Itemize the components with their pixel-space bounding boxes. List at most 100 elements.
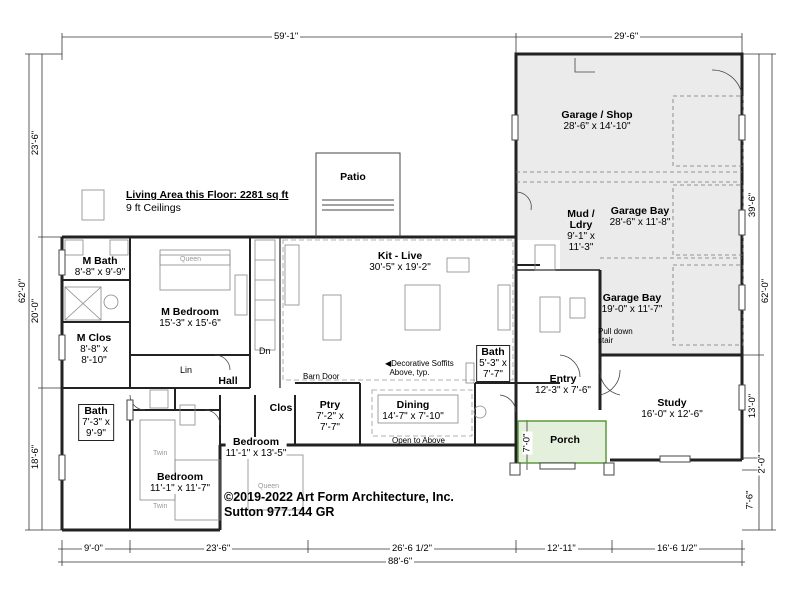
room-size-line2: 11'-3"	[568, 242, 594, 253]
dim-right-2-0: 2'-0"	[756, 452, 768, 476]
living-area-title: Living Area this Floor: 2281 sq ft	[126, 189, 289, 201]
windows	[58, 114, 746, 481]
room-size: 8'-8" x 9'-9"	[74, 267, 126, 278]
dim-bottom-9-0: 9'-0"	[82, 543, 105, 554]
note-text: Dn	[259, 346, 271, 356]
room-name: Study	[657, 397, 687, 409]
room-size: 14'-7" x 7'-10"	[382, 411, 444, 422]
dim-bottom-16-6: 16'-6 1/2"	[655, 543, 700, 554]
note-line2: Above, typ.	[389, 368, 430, 377]
room-m-bath: M Bath 8'-8" x 9'-9"	[74, 255, 126, 279]
room-size-line2: 8'-10"	[81, 355, 107, 366]
room-name: Patio	[340, 171, 366, 183]
room-size: 19'-0" x 11'-7"	[601, 304, 663, 315]
room-size: 11'-1" x 11'-7"	[149, 483, 211, 494]
note-open-to-above: Open to Above	[392, 436, 445, 445]
room-size-line1: 7'-2" x	[316, 411, 344, 422]
room-porch: Porch	[550, 435, 580, 446]
room-bath-left: Bath 7'-3" x 9'-9"	[78, 404, 114, 441]
room-ptry: Ptry 7'-2" x 7'-7"	[316, 400, 344, 434]
room-name: Kit - Live	[377, 250, 423, 262]
room-name: Bath	[84, 405, 108, 417]
room-name: Garage Bay	[610, 205, 670, 217]
room-name-line1: Mud /	[567, 208, 595, 220]
dim-bottom-26-6: 26'-6 1/2"	[390, 543, 435, 554]
patio-outline	[315, 152, 401, 237]
room-size: 16'-0" x 12'-6"	[641, 409, 703, 420]
porch-area	[518, 421, 606, 463]
room-size-line2: 9'-9"	[86, 428, 106, 439]
copyright-block: ©2019-2022 Art Form Architecture, Inc. S…	[224, 490, 454, 520]
room-name: Entry	[549, 373, 577, 385]
room-m-clos: M Clos 8'-8" x 8'-10"	[77, 333, 111, 367]
furniture-label: Queen	[258, 483, 280, 490]
room-name: Bedroom	[232, 436, 280, 448]
room-name: Garage Bay	[602, 292, 662, 304]
room-garage-shop: Garage / Shop 28'-6" x 14'-10"	[561, 110, 632, 133]
room-study: Study 16'-0" x 12'-6"	[641, 397, 703, 421]
dim-right-39-6: 39'-6"	[747, 190, 759, 220]
note-line2: stair	[598, 336, 614, 345]
room-size-line1: 9'-1" x	[567, 231, 595, 242]
room-name: Hall	[218, 375, 238, 387]
room-size: 12'-3" x 7'-6"	[535, 385, 591, 396]
furniture	[64, 189, 586, 521]
room-garage-bay-2: Garage Bay 19'-0" x 11'-7"	[601, 292, 663, 316]
note-stair-down: Dn	[259, 347, 271, 356]
dim-top-left: 59'-1"	[272, 31, 301, 42]
dim-left-18-6: 18'-6"	[30, 442, 42, 472]
room-size: 11'-1" x 13'-5"	[225, 448, 287, 459]
room-bedroom-2: Bedroom 11'-1" x 11'-7"	[149, 471, 211, 494]
garage-area	[516, 54, 742, 355]
room-name-line2: Ldry	[569, 219, 593, 231]
soffit-outline	[282, 239, 514, 437]
room-size: 15'-3" x 15'-6"	[159, 318, 221, 329]
room-size-line2: 7'-7"	[320, 422, 340, 433]
room-mud-laundry: Mud / Ldry 9'-1" x 11'-3"	[567, 209, 595, 253]
dim-top-right: 29'-6"	[612, 31, 641, 42]
room-name: Porch	[550, 434, 580, 446]
door-swings	[129, 58, 743, 426]
room-lin: Lin	[180, 365, 192, 376]
room-bedroom-1: Bedroom 11'-1" x 13'-5"	[225, 436, 287, 459]
room-size: 30'-5" x 19'-2"	[369, 262, 431, 273]
note-pull-down-stair: Pull down stair	[598, 327, 633, 345]
copyright-line: ©2019-2022 Art Form Architecture, Inc.	[224, 490, 454, 504]
note-line1: Decorative Soffits	[391, 359, 454, 368]
dim-left-23-6: 23'-6"	[30, 128, 42, 158]
note-decorative-soffits: ◀Decorative Soffits Above, typ.	[385, 359, 454, 377]
room-size-line2: 7'-7"	[483, 369, 503, 380]
room-name: M Bath	[82, 255, 118, 267]
dim-left-62-0: 62'-0"	[17, 276, 29, 306]
furniture-label: Queen	[180, 256, 202, 263]
dim-left-20-0: 20'-0"	[30, 296, 42, 326]
room-hall: Hall	[218, 376, 237, 387]
room-size-line1: 7'-3" x	[82, 417, 110, 428]
room-name: Bedroom	[156, 471, 204, 483]
room-entry: Entry 12'-3" x 7'-6"	[535, 373, 591, 397]
room-kit-live: Kit - Live 30'-5" x 19'-2"	[369, 250, 431, 274]
dim-bottom-total: 88'-6"	[386, 556, 415, 567]
plan-number: Sutton 977.144 GR	[224, 505, 335, 519]
furniture-label-queen-1: Queen	[180, 256, 201, 263]
dim-right-7-6: 7'-6"	[744, 488, 756, 512]
room-name: Dining	[396, 399, 430, 411]
room-patio: Patio	[340, 172, 366, 183]
room-name: Lin	[179, 365, 193, 375]
room-name: M Bedroom	[161, 306, 219, 318]
furniture-label-twin-1: Twin	[153, 450, 167, 457]
note-text: Barn Door	[303, 372, 340, 381]
room-size: 28'-6" x 14'-10"	[563, 121, 631, 132]
dim-right-13-0: 13'-0"	[747, 391, 759, 421]
note-line1: Pull down	[598, 327, 633, 336]
furniture-label: Twin	[153, 450, 168, 457]
room-garage-bay-1: Garage Bay 28'-6" x 11'-8"	[609, 205, 671, 229]
ceiling-height-note: 9 ft Ceilings	[126, 202, 181, 214]
room-m-bedroom: M Bedroom 15'-3" x 15'-6"	[159, 306, 221, 330]
furniture-label: Twin	[153, 503, 168, 510]
furniture-label-twin-2: Twin	[153, 503, 167, 510]
room-size-line1: 5'-3" x	[479, 358, 507, 369]
room-name: Bath	[481, 346, 505, 358]
room-size: 28'-6" x 11'-8"	[609, 217, 671, 228]
dim-porch-7-0: 7'-0"	[521, 431, 533, 455]
